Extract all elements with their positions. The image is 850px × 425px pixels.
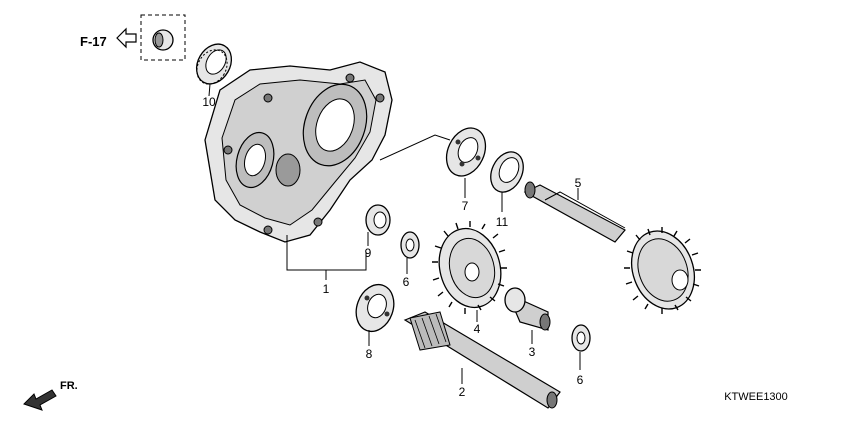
callout-3: 3 [529,345,536,359]
part-8-bearing[interactable] [350,279,400,336]
part-1-transmission-case[interactable] [204,61,393,243]
callout-9: 9 [365,246,372,260]
part-7-bearing[interactable] [439,122,493,183]
callout-7: 7 [462,199,469,213]
reference-group: F-17 [80,14,186,61]
reference-arrow-icon [116,27,137,49]
callout-10: 10 [202,95,216,109]
front-arrow-icon [23,389,57,411]
part-4-counter-gear[interactable] [431,221,510,314]
callout-1: 1 [323,282,330,296]
callout-2: 2 [459,385,466,399]
callout-8: 8 [366,347,373,361]
part-10-oil-seal[interactable] [190,38,239,90]
part-3-countershaft[interactable] [504,287,551,331]
part-11-oil-seal[interactable] [485,147,530,198]
callout-6-upper: 6 [403,275,410,289]
part-9-needle-bearing[interactable] [365,204,391,236]
diagram-code: KTWEE1300 [724,391,788,403]
front-direction-indicator: FR. [23,380,78,411]
part-2-drive-shaft[interactable] [403,311,561,409]
part-6-washer-upper[interactable] [400,231,420,259]
reference-code: F-17 [80,34,107,49]
callout-11: 11 [496,215,509,229]
callout-5: 5 [575,176,582,190]
part-5-final-shaft[interactable] [523,181,705,318]
front-direction-label: FR. [60,380,78,392]
reference-box [140,14,186,61]
callout-6-lower: 6 [577,373,584,387]
small-bushing-part [152,29,174,51]
part-6-washer-lower[interactable] [571,324,591,352]
callout-4: 4 [474,322,481,336]
